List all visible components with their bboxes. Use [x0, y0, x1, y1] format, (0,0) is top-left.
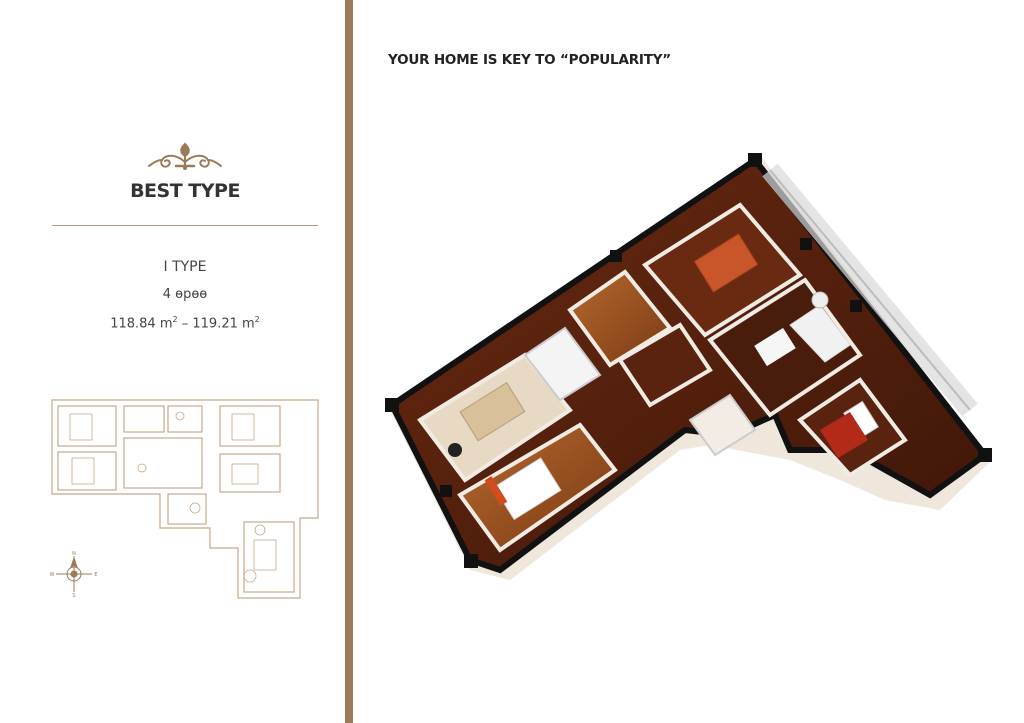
- compass-n: N: [72, 551, 76, 557]
- area-separator: –: [177, 316, 193, 332]
- left-panel: BEST TYPE I TYPE 4 өрөө 118.84 m2 – 119.…: [0, 0, 345, 723]
- area-max: 119.21 m: [192, 316, 255, 332]
- floor-plan-diagram: [51, 399, 319, 599]
- section-title: BEST TYPE: [130, 180, 240, 202]
- area-min-unit: 2: [172, 315, 178, 324]
- apartment-3d-render: [385, 153, 992, 580]
- compass-w: W: [50, 572, 55, 578]
- type-name: I TYPE: [163, 259, 207, 275]
- divider-line: [52, 225, 318, 226]
- compass-icon: N S E W: [50, 551, 98, 598]
- ornament-icon: [148, 142, 222, 170]
- area-max-unit: 2: [254, 315, 260, 324]
- vertical-divider: [345, 0, 353, 723]
- room-count: 4 өрөө: [162, 287, 208, 302]
- area-range: 118.84 m2 – 119.21 m2: [0, 315, 370, 331]
- headline: YOUR HOME IS KEY TO “POPULARITY”: [388, 52, 671, 68]
- area-min: 118.84 m: [110, 316, 173, 332]
- compass-e: E: [94, 572, 97, 578]
- compass-s: S: [72, 593, 75, 598]
